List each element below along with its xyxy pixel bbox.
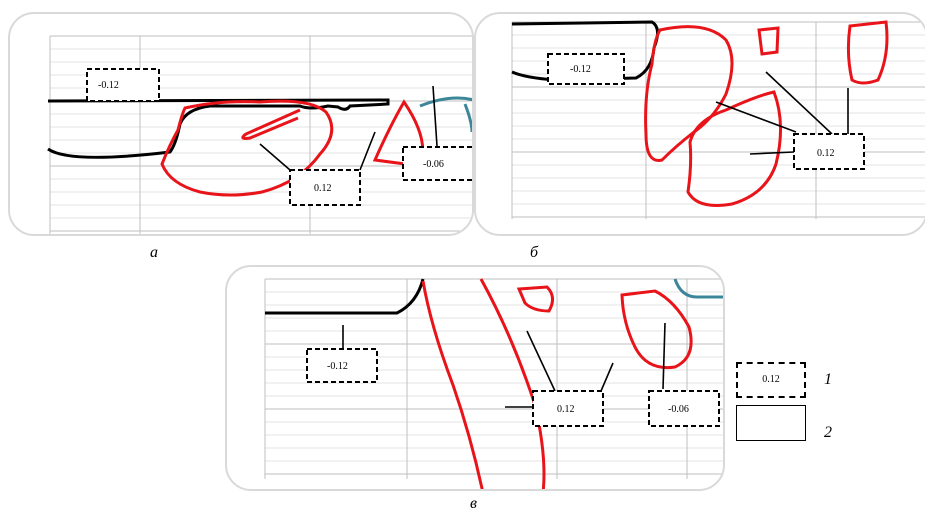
leader-line: [432, 85, 438, 147]
red-contour-right: [846, 20, 889, 85]
caption-b: б: [530, 244, 539, 261]
legend-number-1: 1: [824, 371, 832, 388]
label-box-pos-mid: 0.12: [289, 169, 361, 206]
red-contour-finger: [241, 108, 301, 140]
legend-number-2: 2: [824, 424, 832, 441]
caption-c: в: [470, 495, 477, 512]
svg-text:0.12: 0.12: [557, 404, 575, 415]
panel-b: -0.12 0.12: [474, 12, 925, 236]
leader-line: [359, 131, 376, 171]
red-contour-small: [757, 26, 780, 56]
label-box-neg-right: -0.06: [648, 390, 720, 427]
svg-text:-0.12: -0.12: [327, 361, 348, 372]
red-contour-wide: [421, 278, 546, 489]
label-box-neg-top: -0.12: [547, 53, 625, 85]
svg-text:0.12: 0.12: [817, 148, 835, 159]
red-contour-tall: [644, 25, 734, 162]
label-box-neg-left: -0.12: [306, 348, 378, 383]
label-box-pos-right: 0.12: [793, 133, 865, 170]
black-contour: [47, 98, 390, 159]
svg-text:-0.06: -0.06: [423, 159, 444, 170]
red-contour-lower: [686, 90, 783, 207]
teal-contour: [673, 278, 723, 299]
leader-line: [259, 143, 291, 171]
black-contour: [265, 278, 425, 315]
red-contour-right: [620, 289, 693, 370]
leader-line: [662, 322, 666, 390]
leader-line: [526, 330, 556, 392]
label-box-neg-right: -0.06: [402, 146, 472, 181]
legend-solid-box: [736, 405, 806, 441]
panel-c-drawing: -0.12 0.12 -0.06: [264, 278, 723, 489]
leader-line: [715, 101, 797, 133]
svg-text:0.12: 0.12: [314, 183, 332, 194]
red-contour-triangle: [372, 99, 425, 168]
svg-text:-0.06: -0.06: [668, 404, 689, 415]
caption-a: а: [150, 244, 158, 261]
legend-box-text: 0.12: [762, 374, 780, 385]
leader-line: [600, 362, 614, 392]
svg-text:-0.12: -0.12: [98, 80, 119, 91]
teal-contour: [419, 96, 472, 133]
panel-a-drawing: -0.12 0.12 -0.06: [47, 35, 472, 234]
panel-a: -0.12 0.12 -0.06: [8, 12, 474, 236]
red-contour-small: [516, 285, 554, 313]
grid: [49, 35, 472, 234]
panel-b-drawing: -0.12 0.12: [511, 20, 925, 219]
leader-line: [749, 151, 795, 155]
red-contour-main: [160, 99, 334, 197]
panel-c: -0.12 0.12 -0.06: [225, 265, 725, 491]
label-box-neg-top: -0.12: [86, 68, 160, 102]
label-box-pos-mid: 0.12: [532, 390, 604, 427]
grid: [511, 21, 925, 219]
legend-dashed-box: 0.12: [736, 362, 806, 398]
svg-text:-0.12: -0.12: [570, 64, 591, 75]
black-contour: [511, 20, 659, 82]
leader-line: [765, 71, 833, 135]
